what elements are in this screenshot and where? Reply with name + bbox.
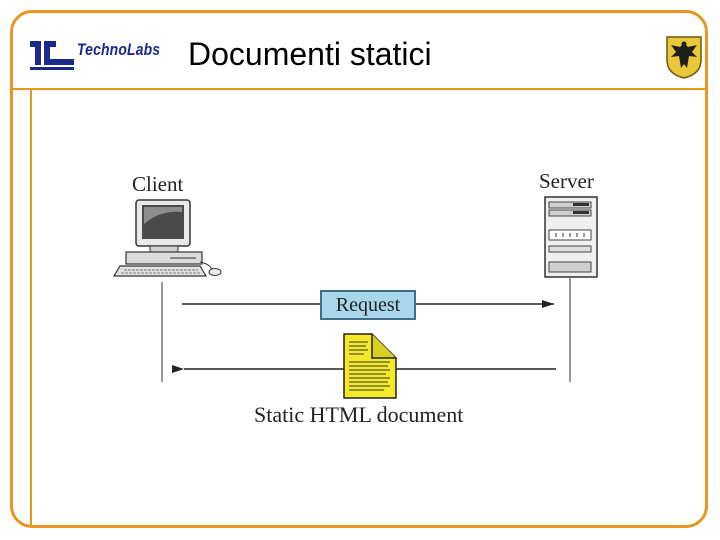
technolabs-logo-icon — [30, 41, 74, 70]
crest-icon — [666, 36, 702, 79]
request-label-box: Request — [320, 290, 416, 320]
left-margin-line — [30, 88, 32, 526]
client-label: Client — [132, 172, 184, 196]
logo-text: TechnoLabs — [77, 40, 161, 59]
page-title: Documenti statici — [188, 36, 432, 72]
server-label: Server — [539, 169, 594, 193]
html-document-icon — [343, 333, 397, 399]
client-computer-icon — [112, 199, 222, 277]
server-tower-icon — [544, 196, 598, 278]
slide-frame — [10, 10, 708, 528]
technolabs-logo: TechnoLabs — [28, 38, 178, 72]
static-html-document-label: Static HTML document — [254, 402, 464, 427]
header-divider — [12, 88, 708, 90]
